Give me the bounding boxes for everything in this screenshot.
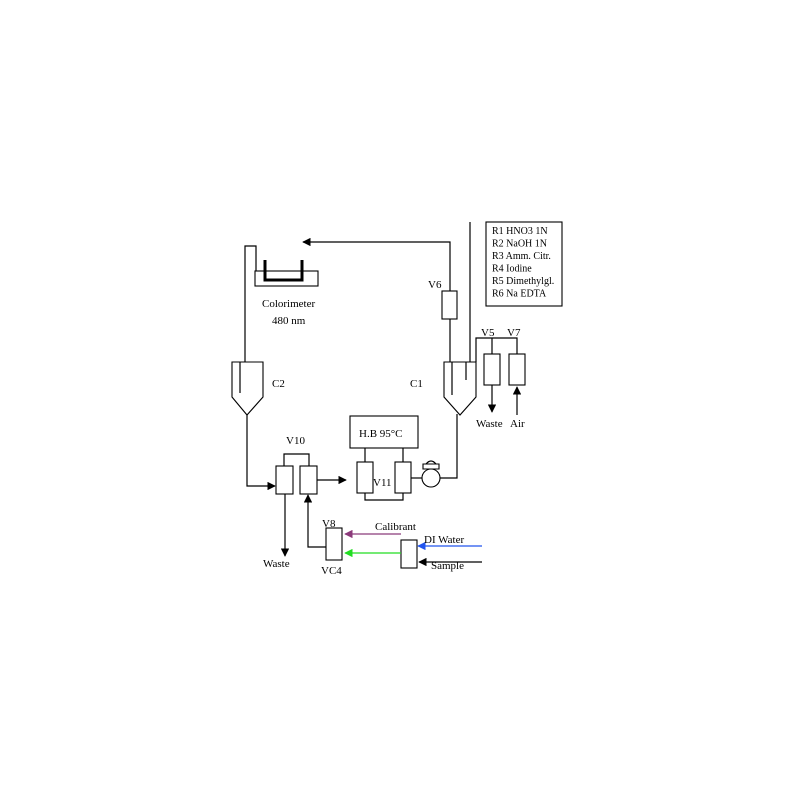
- waste-top-label: Waste: [476, 418, 503, 430]
- wavelength-label: 480 nm: [272, 315, 306, 327]
- legend-frame: [485, 221, 563, 307]
- valve-v8: V8 VC4: [321, 518, 343, 577]
- legend-item: R2 NaOH 1N: [492, 239, 547, 250]
- separator-c2: C2: [231, 361, 285, 416]
- calibrant-label: Calibrant: [375, 521, 416, 533]
- v11-bottom-bridge: [364, 493, 404, 501]
- v11-right-body: [394, 461, 412, 494]
- v10-right-body: [299, 465, 318, 495]
- sample-label: Sample: [431, 560, 464, 572]
- heating-bath-label: H.B 95°C: [359, 428, 403, 440]
- v6-label: V6: [428, 279, 442, 291]
- v7-body: [508, 353, 526, 386]
- colorimeter-label: Colorimeter: [262, 298, 315, 310]
- colorimeter-cell: [263, 260, 304, 282]
- c1-label: C1: [410, 378, 423, 390]
- legend-item: R3 Amm. Citr.: [492, 251, 551, 262]
- separator-c1: C1: [410, 361, 477, 416]
- pump-to-c1-line: [440, 414, 458, 479]
- v5-body: [483, 353, 501, 386]
- v5-label: V5: [481, 327, 495, 339]
- legend-item: R4 Iodine: [492, 264, 532, 275]
- v8-to-v10-line: [303, 494, 326, 548]
- valve-v6: V6: [428, 279, 458, 362]
- legend-item: R5 Dimethylgl.: [492, 276, 554, 287]
- c1-vessel: [443, 361, 477, 416]
- air-label: Air: [510, 418, 525, 430]
- return-line-to-colorimeter: [302, 237, 451, 292]
- c2-label: C2: [272, 378, 285, 390]
- v7-label: V7: [507, 327, 521, 339]
- colorimeter: Colorimeter 480 nm: [254, 260, 319, 327]
- valve-v10: V10: [275, 435, 318, 495]
- pump: [421, 460, 441, 488]
- v11-label: V11: [373, 477, 392, 489]
- v10-left-body: [275, 465, 294, 495]
- valve-v7: V7: [507, 327, 526, 386]
- heating-bath-box: [349, 415, 419, 449]
- v10-label: V10: [286, 435, 305, 447]
- pump-rotor: [421, 468, 441, 488]
- legend-item: R6 Na EDTA: [492, 289, 547, 300]
- c2-vessel: [231, 361, 264, 416]
- v11-left-body: [356, 461, 374, 494]
- valve-v5: V5: [481, 327, 501, 386]
- pump-head: [422, 463, 440, 470]
- colorimeter-to-c2-line: [244, 245, 257, 366]
- c1-to-v5-v7-manifold: [475, 337, 518, 362]
- valve-v11: V11: [356, 448, 412, 501]
- pump-head-cap: [425, 460, 437, 465]
- v8-body: [325, 527, 343, 561]
- v8-label: V8: [322, 518, 336, 530]
- legend-item: R1 HNO3 1N: [492, 226, 548, 237]
- heating-bath: H.B 95°C: [349, 415, 419, 449]
- v6-body: [441, 290, 458, 320]
- sample-selector-valve: [400, 539, 418, 569]
- vc4-label: VC4: [321, 565, 342, 577]
- waste-bottom-label: Waste: [263, 558, 290, 570]
- v10-bridge: [283, 453, 310, 466]
- c2-to-v10-line: [246, 415, 276, 491]
- di-water-label: DI Water: [424, 534, 464, 546]
